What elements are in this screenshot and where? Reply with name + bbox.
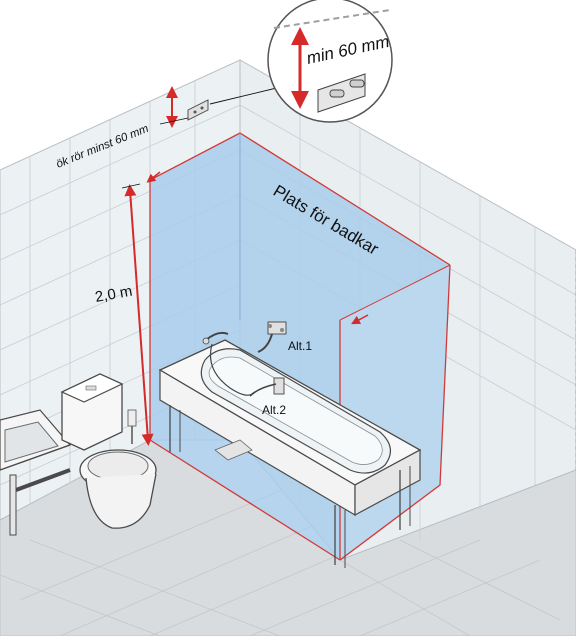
pipe-ref-line	[159, 117, 189, 125]
hand-shower	[202, 331, 256, 396]
callout-circle	[267, 0, 393, 123]
sink	[0, 409, 72, 536]
height-top-tick	[121, 183, 141, 189]
bathtub	[158, 339, 422, 568]
alt1-label: Alt.1	[288, 339, 312, 353]
alt2-label: Alt.2	[262, 403, 286, 417]
height-arrow	[124, 184, 154, 446]
wall-connection	[187, 99, 209, 121]
height-label: 2,0 m	[94, 283, 134, 306]
zone-pointer-right	[351, 314, 369, 325]
faucet-alt1	[257, 321, 287, 353]
zone-pointer-left	[146, 171, 161, 183]
toilet	[60, 373, 157, 529]
callout-leader	[209, 85, 286, 105]
